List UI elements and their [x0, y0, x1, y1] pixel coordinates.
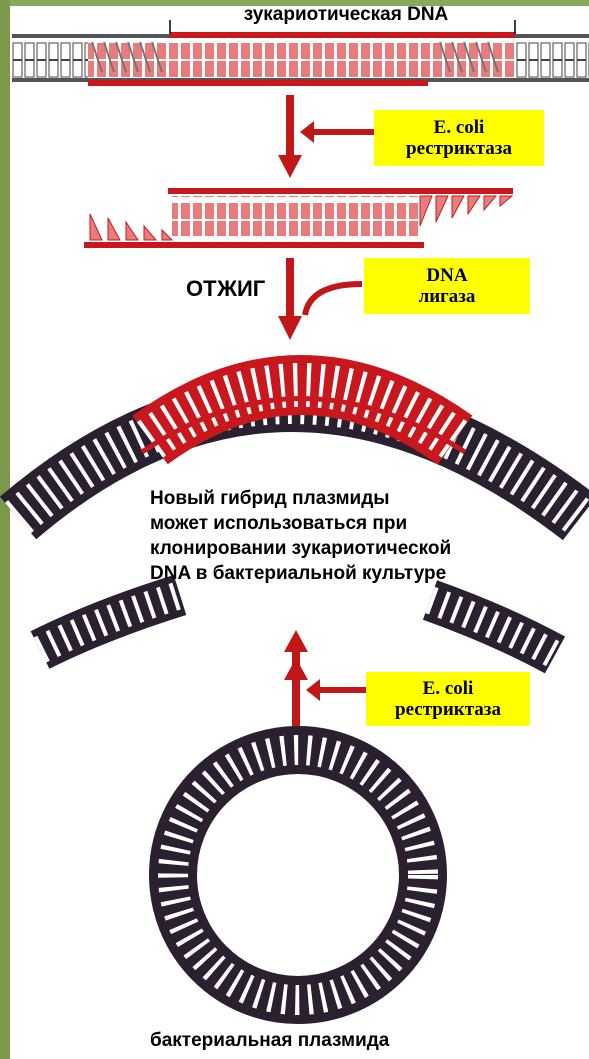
caption-line-3: клонировании зукариотической — [150, 536, 451, 561]
bacterial-plasmid-ring — [173, 750, 423, 1000]
enzyme-box-1-line2: рестриктаза — [406, 138, 512, 159]
restriction-enzyme-box-1: E. coli рестриктаза — [374, 110, 544, 166]
hybrid-plasmid-caption: Новый гибрид плазмиды может использовать… — [150, 486, 451, 586]
caption-line-1: Новый гибрид плазмиды — [150, 486, 451, 511]
annealing-label: ОТЖИГ — [186, 276, 265, 302]
restriction-enzyme-box-2: E. coli рестриктаза — [366, 672, 530, 726]
dna-ligase-box: DNA лигаза — [364, 258, 530, 314]
enzyme-box-2-line2: рестриктаза — [395, 699, 501, 720]
enzyme-box-1-line1: E. coli — [434, 117, 485, 138]
up-arrow — [284, 630, 372, 728]
plasmid-fragment-right — [430, 600, 555, 655]
eukaryotic-dna-strand — [12, 20, 589, 86]
ligase-box-line2: лигаза — [419, 286, 476, 307]
ligase-box-line1: DNA — [426, 265, 467, 286]
cut-dna-fragment — [84, 188, 513, 248]
plasmid-fragment-left — [40, 595, 180, 650]
down-arrow-2 — [278, 258, 362, 340]
bacterial-plasmid-label: бактериальная плазмида — [150, 1030, 389, 1052]
caption-line-4: DNA в бактериальной культуре — [150, 561, 451, 586]
down-arrow-1 — [278, 95, 374, 178]
eukaryotic-dna-label: зукариотическая DNA — [178, 4, 514, 26]
caption-line-2: может использоваться при — [150, 511, 451, 536]
enzyme-box-2-line1: E. coli — [423, 678, 474, 699]
